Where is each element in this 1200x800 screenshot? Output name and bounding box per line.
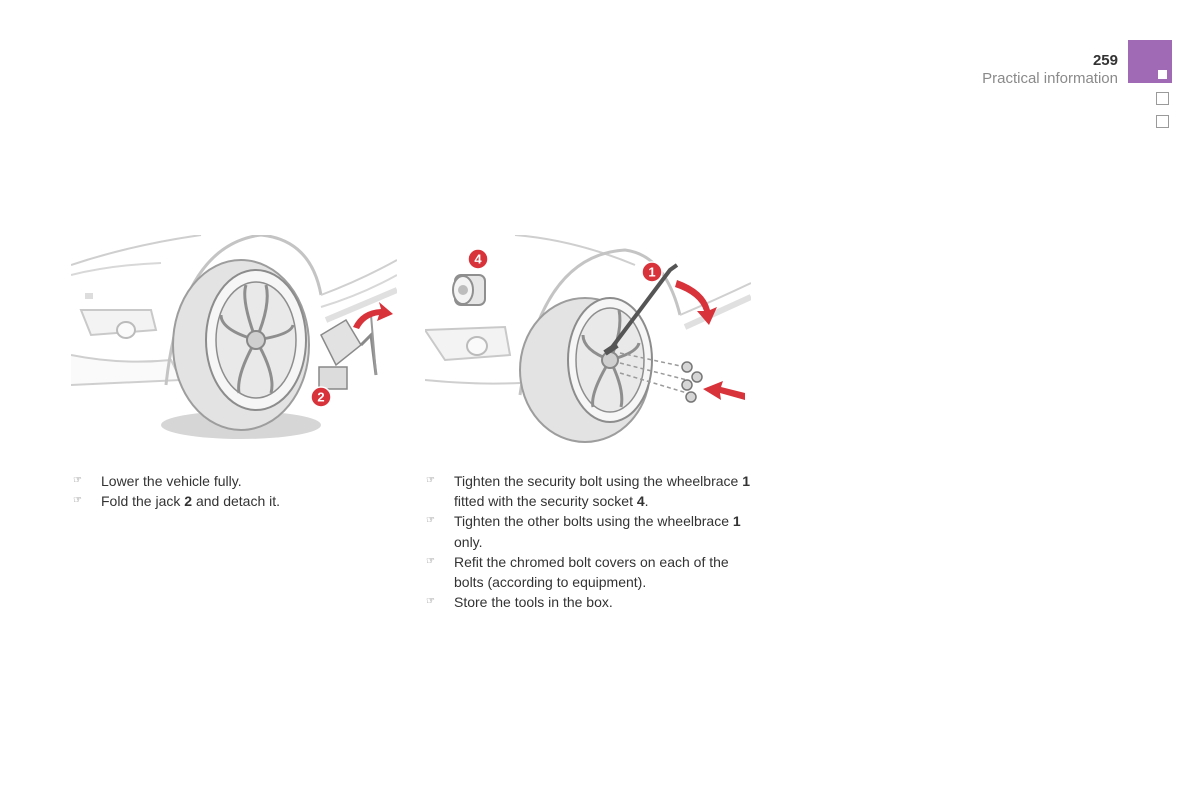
instruction-item: ☞ Store the tools in the box. xyxy=(424,592,754,612)
svg-text:1: 1 xyxy=(648,265,655,280)
instruction-text: fitted with the security socket xyxy=(454,493,637,510)
page-number: 259 xyxy=(1092,52,1118,69)
instruction-ref: 1 xyxy=(742,473,750,489)
security-socket-icon xyxy=(452,274,486,306)
instruction-text: and detach it. xyxy=(192,493,281,510)
rotation-arrow xyxy=(675,280,717,325)
instruction-ref: 2 xyxy=(184,493,193,510)
wheelbrace xyxy=(608,263,679,352)
instruction-text: only. xyxy=(454,533,483,550)
instruction-item: ☞ Tighten the security bolt using the whe… xyxy=(424,471,754,511)
instruction-ref: 4 xyxy=(636,493,645,510)
instructions-right: ☞ Tighten the security bolt using the whe… xyxy=(424,471,754,612)
callout-badge-1: 1 xyxy=(641,261,663,283)
pointing-hand-icon: ☞ xyxy=(426,475,435,486)
figure-lower-vehicle: 2 xyxy=(71,235,397,450)
pointing-hand-icon: ☞ xyxy=(73,475,82,486)
svg-text:4: 4 xyxy=(474,252,482,267)
page-header: 259 Practical information xyxy=(982,52,1118,88)
instruction-item: ☞ Tighten the other bolts using the wheel… xyxy=(424,511,754,551)
instruction-ref: 1 xyxy=(732,513,741,530)
instruction-item: ☞ Fold the jack 2 and detach it. xyxy=(71,491,401,511)
instruction-text: Lower the vehicle fully. xyxy=(101,473,242,489)
instruction-item: ☞ Refit the chromed bolt covers on each o… xyxy=(424,552,754,592)
pointing-hand-icon: ☞ xyxy=(426,555,435,567)
instruction-item: ☞ Lower the vehicle fully. xyxy=(71,471,401,491)
pointing-hand-icon: ☞ xyxy=(426,515,435,527)
figure-tighten-bolts: 4 xyxy=(425,235,751,450)
section-tab-box-1 xyxy=(1156,92,1169,105)
callout-badge-2: 2 xyxy=(310,386,332,408)
insert-arrow xyxy=(703,381,745,400)
tighten-bolts-illustration: 4 xyxy=(425,235,751,443)
instruction-text: . xyxy=(644,493,649,510)
callout-label: 2 xyxy=(317,390,324,405)
rotation-arrow xyxy=(353,302,393,329)
section-title: Practical information xyxy=(982,70,1118,87)
callout-badge-4: 4 xyxy=(467,248,489,270)
section-tab-marker xyxy=(1158,70,1167,79)
section-tab-box-2 xyxy=(1156,115,1169,128)
pointing-hand-icon: ☞ xyxy=(73,495,82,507)
instruction-text: Store the tools in the box. xyxy=(454,594,613,611)
pointing-hand-icon: ☞ xyxy=(426,596,435,608)
instruction-text: Tighten the security bolt using the whee… xyxy=(454,473,743,489)
instructions-left: ☞Lower the vehicle fully.☞Fold the jack … xyxy=(71,471,401,511)
lower-vehicle-illustration: 2 xyxy=(71,235,397,439)
wheel-bolts xyxy=(681,361,703,403)
instruction-text: Fold the jack xyxy=(101,493,185,510)
instruction-text: Refit the chromed bolt covers on each of… xyxy=(454,553,729,591)
instruction-text: Tighten the other bolts using the wheelb… xyxy=(454,513,733,530)
